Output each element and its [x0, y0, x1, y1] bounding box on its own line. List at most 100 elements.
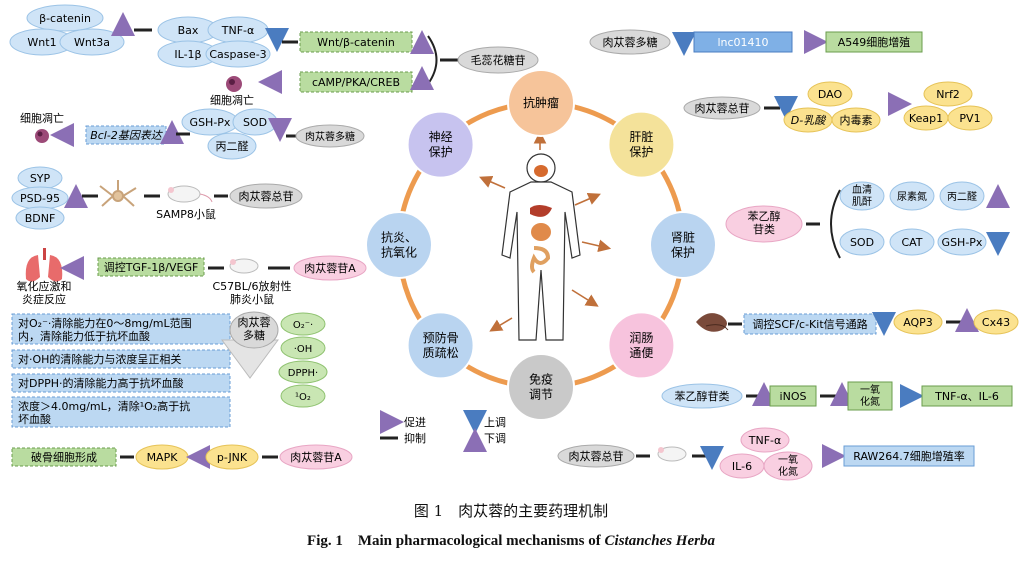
- group-lnc: 肉苁蓉多糖 lnc01410 A549细胞增殖: [589, 29, 923, 56]
- apoptosis-label: 细胞凋亡: [210, 93, 254, 107]
- mapk-label: MAPK: [147, 451, 179, 464]
- node-osteoporosis-label: 预防骨质疏松: [423, 330, 459, 360]
- node-immune-label: 免疫调节: [529, 372, 553, 402]
- sod-label: SOD: [243, 116, 267, 129]
- polysaccharide-label: 肉苁蓉多糖: [305, 130, 355, 143]
- endotoxin-label: 内毒素: [840, 113, 873, 127]
- bcl2-label: Bcl-2基因表达: [90, 129, 164, 142]
- node-anti-inflammatory-label: 抗炎、抗氧化: [381, 230, 417, 260]
- radical-text-1: 对O₂⁻·清除能力在0～8mg/mL范围内，清除能力低于抗坏血酸: [18, 316, 192, 343]
- syp-label: SYP: [30, 172, 51, 185]
- d-lactate-label: D-乳酸: [791, 114, 826, 127]
- cell-icon: [226, 76, 242, 92]
- group-kidney: 苯乙醇苷类 血清肌酐 尿素氮 丙二醛 SOD CAT GSH-Px: [725, 181, 1010, 259]
- no-label: 一氧化氮: [860, 383, 880, 408]
- node-liver-label: 肝脏保护: [629, 129, 653, 159]
- dao-label: DAO: [818, 88, 843, 101]
- polysaccharide-label-2: 肉苁蓉多糖: [238, 316, 271, 342]
- group-gsh: 细胞凋亡 Bcl-2基因表达 GSH-Px SOD 丙二醛 肉苁蓉多糖: [20, 108, 365, 160]
- group-dao: 肉苁蓉总苷 DAO D-乳酸 内毒素 Nrf2 Keap1 PV1: [683, 81, 993, 133]
- no-label-2: 一氧化氮: [778, 453, 798, 478]
- creatinine-label: 血清肌酐: [852, 183, 872, 208]
- a549-label: A549细胞增殖: [838, 35, 911, 49]
- mda-label: 丙二醛: [216, 139, 249, 153]
- legend: 促进 抑制 上调 下调: [380, 410, 506, 452]
- radical-text-4: 浓度＞4.0mg/mL，清除¹O₂高于抗坏血酸: [18, 399, 190, 426]
- wnt3a-label: Wnt3a: [74, 36, 110, 49]
- legend-down: 下调: [484, 432, 506, 445]
- node-anti-tumor-label: 抗肿瘤: [523, 95, 559, 110]
- polysaccharide-label-3: 肉苁蓉多糖: [603, 35, 658, 49]
- urea-label: 尿素氮: [897, 190, 927, 203]
- tnf-label-2: TNF-α: [748, 434, 782, 447]
- node-anti-inflammatory-circle: [365, 211, 433, 279]
- wnt1-label: Wnt1: [27, 36, 56, 49]
- wnt-pathway-label: Wnt/β-catenin: [317, 36, 395, 49]
- lung-label: 氧化应激和炎症反应: [17, 279, 72, 306]
- node-anti-tumor-circle: [507, 69, 575, 137]
- cx43-label: Cx43: [982, 316, 1010, 329]
- o2-label: O₂⁻·: [293, 320, 313, 331]
- verbascoside-label: 毛蕊花糖苷: [471, 53, 526, 67]
- total-glycosides-label: 肉苁蓉总苷: [239, 189, 294, 203]
- pv1-label: PV1: [959, 112, 980, 125]
- legend-promote: 促进: [404, 415, 426, 429]
- node-neuro-label: 神经保护: [429, 130, 453, 159]
- node-kidney-label: 肾脏保护: [671, 230, 695, 260]
- herb-icon: [696, 313, 729, 332]
- dpph-label: DPPH·: [288, 368, 318, 379]
- acteoside-a-label: 肉苁蓉苷A: [304, 261, 356, 275]
- c57-label: C57BL/6放射性肺炎小鼠: [212, 279, 291, 306]
- mouse-icon: [229, 258, 259, 274]
- tgf-label: 调控TGF-1β/VEGF: [104, 260, 199, 274]
- nrf2-label: Nrf2: [936, 88, 960, 101]
- radical-text-3: 对DPPH·的清除能力高于抗坏血酸: [18, 376, 184, 390]
- lung-icon: [25, 248, 63, 282]
- node-immune-circle: [507, 353, 575, 421]
- osteoclast-label: 破骨细胞形成: [31, 450, 97, 464]
- mda-label-2: 丙二醛: [947, 190, 977, 203]
- group-radicals: 对O₂⁻·清除能力在0～8mg/mL范围内，清除能力低于抗坏血酸 对·OH的清除…: [11, 311, 328, 428]
- node-liver-circle: [607, 110, 676, 179]
- beta-catenin-label: β-catenin: [39, 12, 91, 25]
- legend-inhibit: 抑制: [404, 431, 426, 445]
- samp8-label: SAMP8小鼠: [156, 207, 216, 221]
- total-glycosides-label-2: 肉苁蓉总苷: [695, 101, 750, 115]
- tnf-il6-label: TNF-α、IL-6: [934, 390, 999, 403]
- bdnf-label: BDNF: [25, 212, 56, 225]
- keap1-label: Keap1: [909, 112, 943, 125]
- phenylethanoid-label: 苯乙醇苷类: [748, 209, 781, 236]
- lnc01410-label: lnc01410: [717, 36, 768, 49]
- tnf-label: TNF-α: [221, 24, 255, 37]
- figure-caption-en: Fig. 1 Main pharmacological mechanisms o…: [307, 533, 715, 549]
- mouse-icon: [657, 446, 687, 462]
- phenylethanoid-label-2: 苯乙醇苷类: [675, 389, 730, 403]
- mouse-icon: [167, 185, 213, 203]
- il1b-label: IL-1β: [174, 48, 201, 61]
- gsh-px-label-2: GSH-Px: [942, 236, 983, 249]
- scf-pathway-label: 调控SCF/c-Kit信号通路: [752, 317, 867, 331]
- aqp3-label: AQP3: [903, 316, 933, 329]
- node-laxative-circle: [607, 311, 676, 380]
- caspase3-label: Caspase-3: [209, 48, 266, 61]
- singlet-o2-label: ¹O₂: [295, 392, 311, 403]
- p-jnk-label: p-JNK: [217, 451, 248, 464]
- node-kidney-circle: [649, 211, 717, 279]
- node-laxative-label: 润肠通便: [629, 331, 653, 360]
- total-glycosides-label-3: 肉苁蓉总苷: [569, 449, 624, 463]
- cell-icon: [35, 129, 49, 143]
- group-wnt: β-catenin Wnt1 Wnt3a Bax TNF-α IL-1β Cas…: [9, 4, 539, 107]
- neuron-icon: [99, 180, 137, 207]
- raw264-label: RAW264.7细胞增殖率: [853, 449, 965, 463]
- oh-label: ·OH: [294, 344, 313, 355]
- group-scf: 调控SCF/c-Kit信号通路 AQP3 Cx43: [696, 308, 1019, 336]
- group-samp8: SYP PSD-95 BDNF SAMP8小鼠 肉苁蓉总苷: [11, 166, 303, 230]
- group-lung: 氧化应激和炎症反应 调控TGF-1β/VEGF C57BL/6放射性肺炎小鼠 肉…: [17, 248, 367, 306]
- sod-label-2: SOD: [850, 236, 874, 249]
- cat-label: CAT: [901, 236, 922, 249]
- legend-up: 上调: [484, 416, 506, 429]
- node-neuro-circle: [406, 110, 475, 179]
- apoptosis-label-2: 细胞凋亡: [20, 111, 64, 125]
- gsh-px-label: GSH-Px: [190, 116, 231, 129]
